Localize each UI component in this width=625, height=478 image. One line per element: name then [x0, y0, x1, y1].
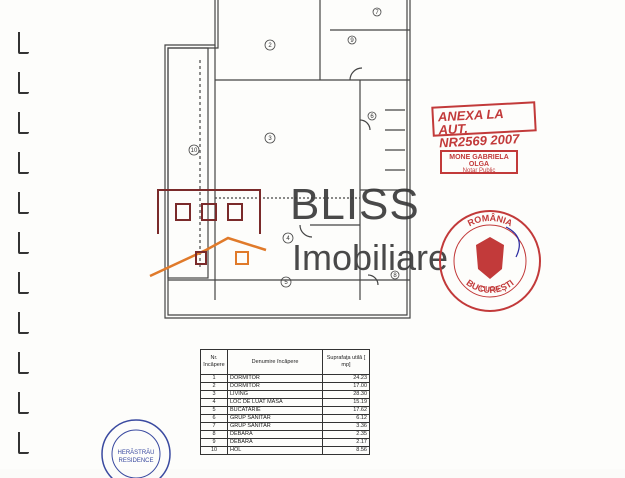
table-cell: 10 [200, 446, 228, 455]
table-cell: GRUP SANITAR [227, 414, 323, 423]
plan-label-7: 7 [375, 10, 379, 16]
table-cell: GRUP SANITAR [227, 422, 323, 431]
table-cell: 4 [200, 398, 228, 407]
table-cell: 24.23 [322, 374, 370, 383]
table-cell: DEBARA [227, 430, 323, 439]
table-cell: 3.36 [322, 422, 370, 431]
table-cell: BUCATARIE [227, 406, 323, 415]
binder-rings [14, 0, 32, 469]
table-cell: 17.00 [322, 382, 370, 391]
plan-label-9: 9 [350, 38, 354, 44]
plan-label-2: 2 [268, 43, 272, 49]
table-cell: 5 [200, 406, 228, 415]
table-cell: 3 [200, 390, 228, 399]
col-header-nr: Nr. încăpere [200, 349, 228, 375]
table-cell: DORMITOR [227, 374, 323, 383]
plan-label-8: 8 [393, 273, 397, 279]
table-cell: LOC DE LUAT MASA [227, 398, 323, 407]
notary-stamp: MONE GABRIELA OLGA Notar Public [440, 150, 518, 174]
notary-title: Notar Public [462, 168, 496, 174]
bliss-logo-icon [149, 189, 267, 278]
area-table: Nr. încăpere Denumire încăpere Suprafaţa… [200, 349, 370, 455]
table-cell: 8 [200, 430, 228, 439]
watermark-brand-bottom: Imobiliare [292, 237, 449, 278]
seal2-line1: HERĂSTRĂU [117, 449, 154, 456]
plan-label-6: 6 [370, 114, 374, 120]
seal2-line2: RESIDENCE [118, 458, 153, 464]
table-cell: 8.56 [322, 446, 370, 455]
table-cell: 15.19 [322, 398, 370, 407]
plan-label-4: 4 [286, 236, 290, 242]
table-cell: 7 [200, 422, 228, 431]
seal-top-text: ROMÂNIA [466, 212, 515, 229]
svg-text:ROMÂNIA: ROMÂNIA [466, 212, 515, 229]
table-cell: 9 [200, 438, 228, 447]
col-header-name: Denumire încăpere [227, 349, 323, 375]
table-cell: 2 [200, 382, 228, 391]
table-cell: 2.17 [322, 438, 370, 447]
plan-label-3: 3 [268, 136, 272, 142]
annex-stamp: ANEXA LA AUT. NR2569 2007 [431, 101, 537, 150]
table-cell: LIVING [227, 390, 323, 399]
table-cell: 6.12 [322, 414, 370, 423]
notary-name: MONE GABRIELA OLGA [449, 154, 509, 168]
table-cell: HOL [227, 446, 323, 455]
col-header-area: Suprafaţa utilă [ mp] [322, 349, 370, 375]
table-cell: 1 [200, 374, 228, 383]
plan-label-5: 5 [284, 280, 288, 286]
seal-middle-text: OLGA [480, 286, 500, 293]
table-cell: 28.30 [322, 390, 370, 399]
residence-seal-icon: HERĂSTRĂU RESIDENCE [101, 419, 171, 478]
table-cell: 2.35 [322, 430, 370, 439]
watermark-brand-top: BLISS [290, 180, 420, 229]
table-cell: 17.62 [322, 406, 370, 415]
plan-label-10: 10 [191, 148, 198, 154]
table-cell: 6 [200, 414, 228, 423]
table-cell: DEBARA [227, 438, 323, 447]
notary-seal-icon: ROMÂNIA BUCUREȘTI OLGA [439, 210, 541, 312]
table-cell: DORMITOR [227, 382, 323, 391]
